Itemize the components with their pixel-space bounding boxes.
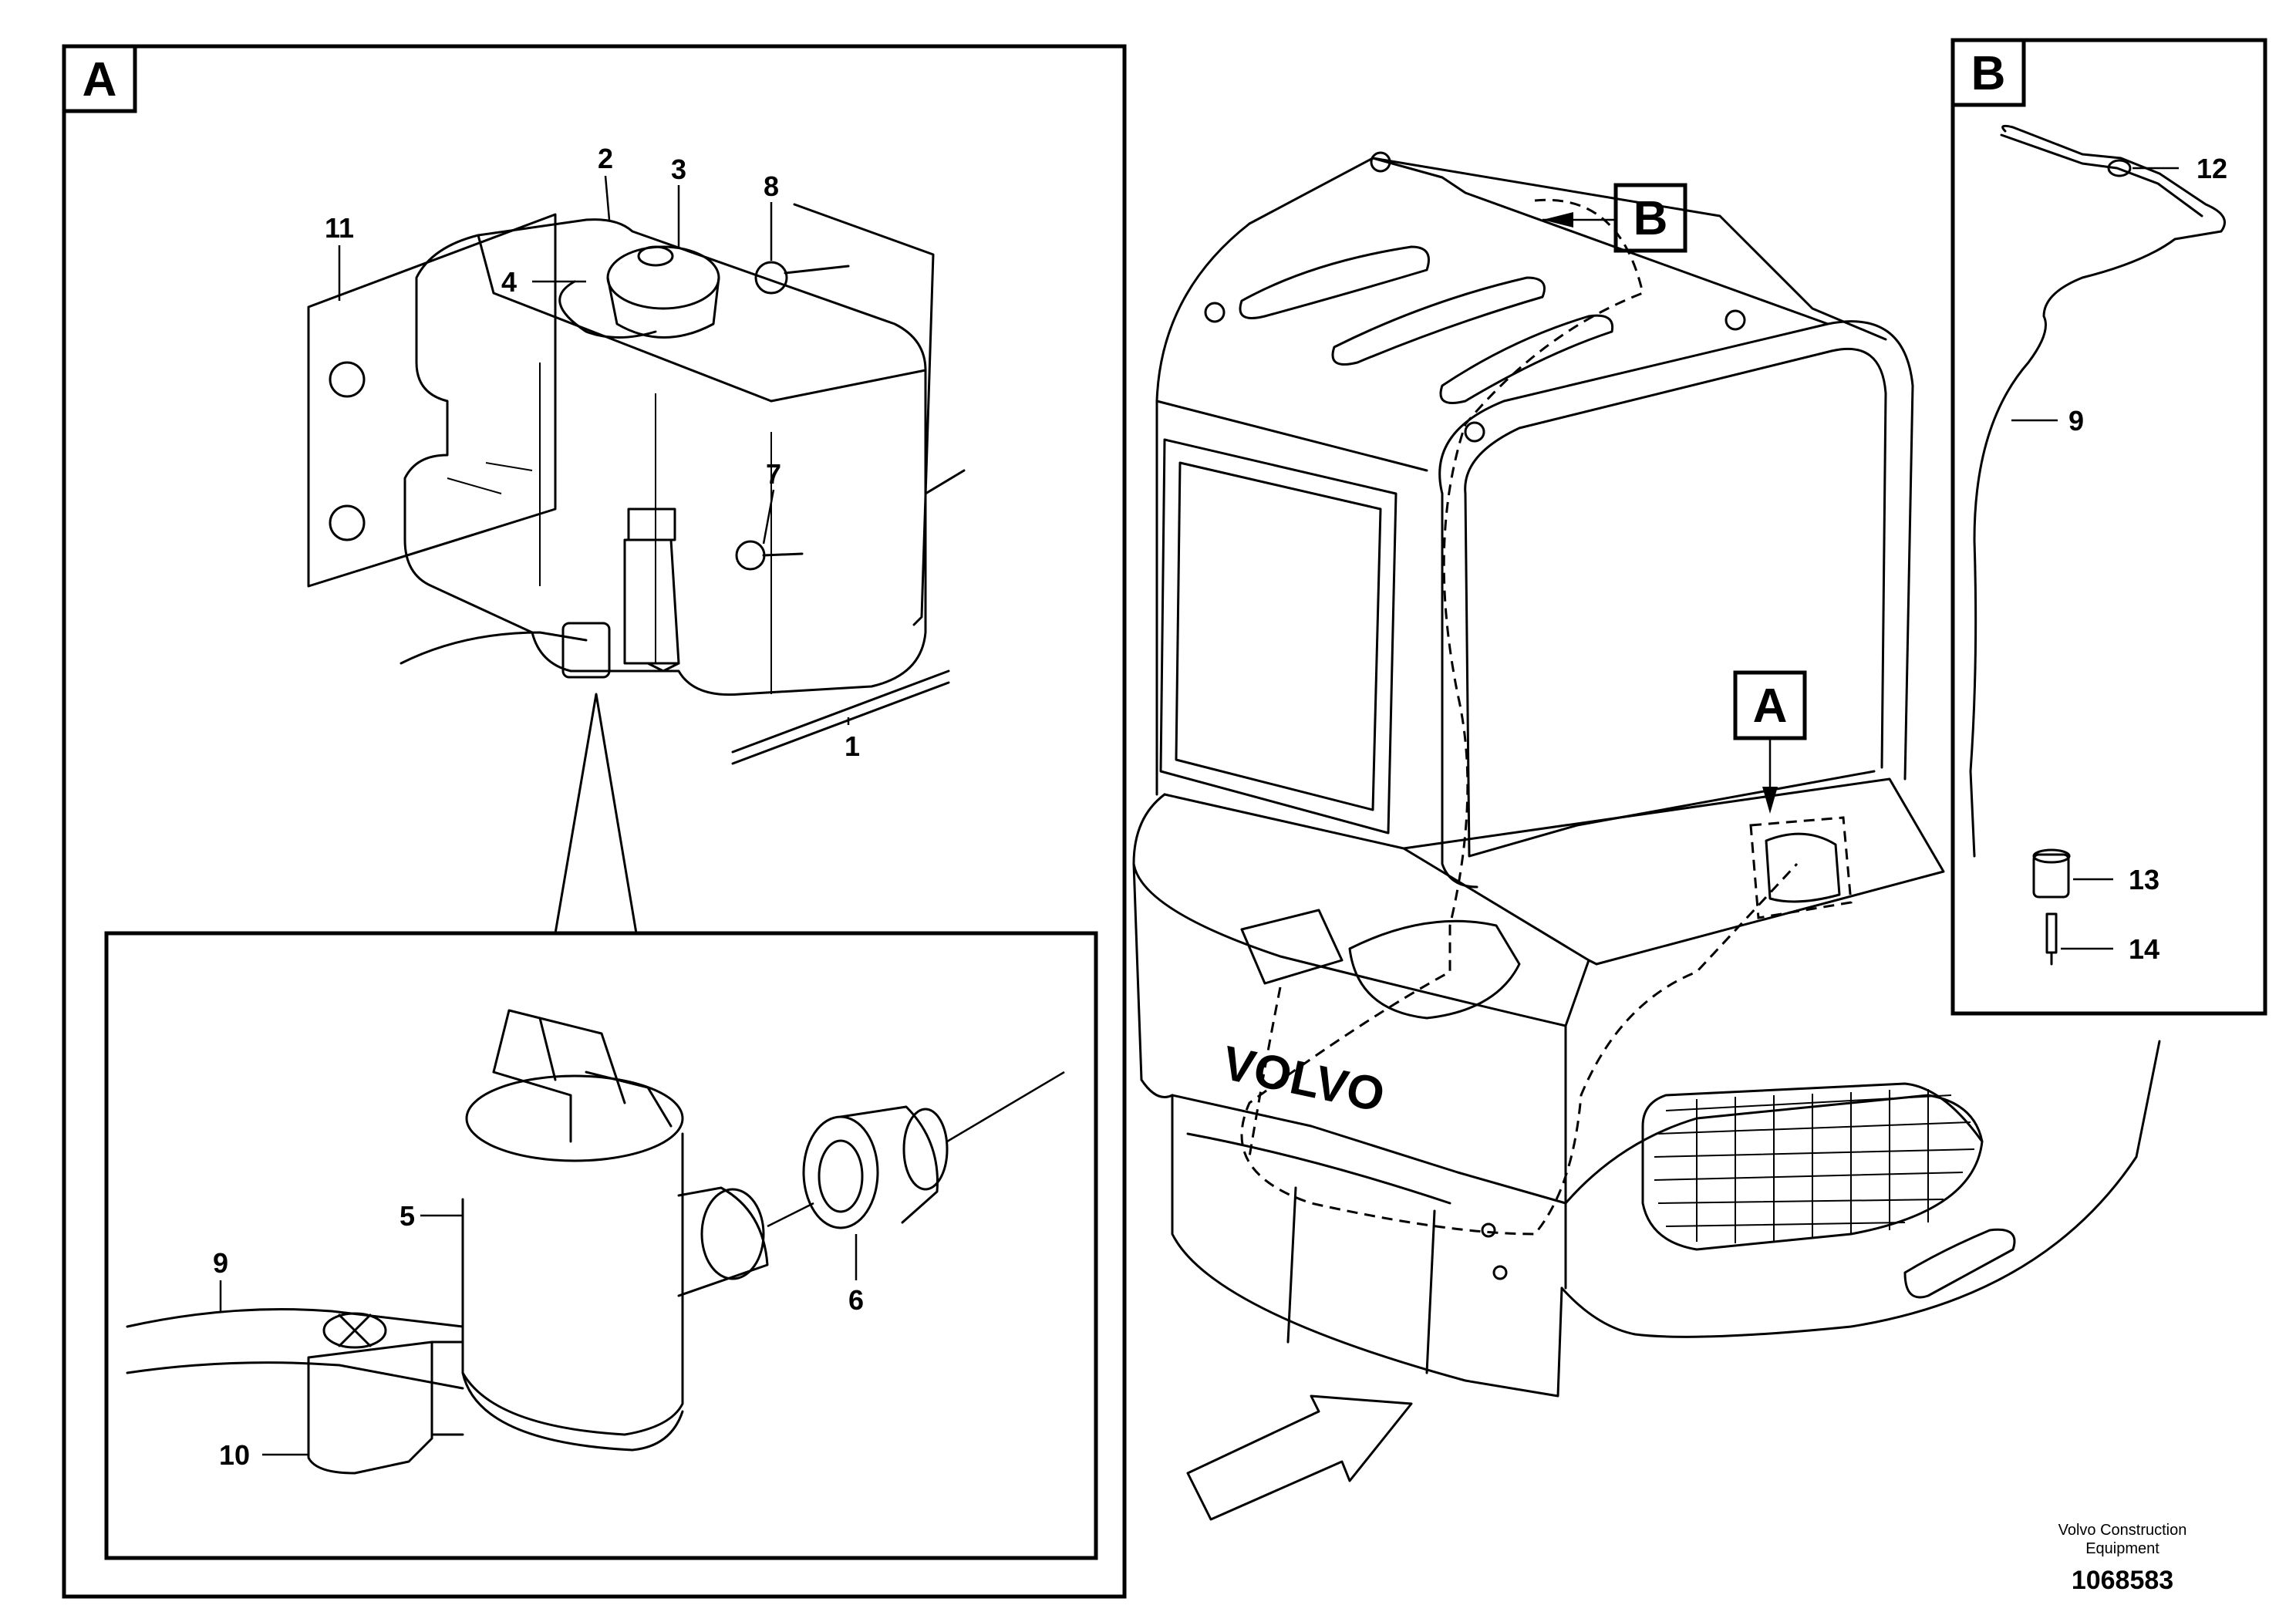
view-b-frame [1950, 38, 2267, 1016]
pump-zoom-box [104, 931, 1098, 1560]
reference-tag-b: B [1542, 183, 1687, 253]
company-line-1: Volvo Construction [2058, 1522, 2187, 1539]
view-a-callouts: 11 2 3 4 8 7 1 [325, 143, 860, 762]
drawing-number: 1068583 [2072, 1566, 2173, 1595]
callout-1: 1 [845, 730, 860, 762]
detail-view-a: A [62, 44, 1127, 1599]
reference-tag-a: A [1733, 670, 1807, 814]
view-b-tag-box [1950, 38, 2026, 107]
callout-11: 11 [325, 212, 354, 244]
ref-b-tag: B [1633, 192, 1668, 245]
view-b-tag: B [1971, 47, 2006, 100]
company-line-2: Equipment [2085, 1540, 2159, 1557]
footer: Volvo Construction Equipment 1068583 [2058, 1522, 2187, 1595]
volvo-logo: VOLVO [1218, 1037, 1389, 1123]
ref-a-tag: A [1753, 679, 1788, 733]
callout-3: 3 [671, 153, 686, 185]
callout-9-pump: 9 [213, 1247, 228, 1279]
view-a-frame [62, 44, 1127, 1599]
pump-callouts: 5 6 9 10 [213, 1200, 864, 1471]
cab-bolts [1204, 151, 1746, 1280]
detail-view-b: B 12 9 13 14 [1950, 38, 2267, 1016]
callout-8: 8 [764, 170, 779, 202]
callout-14: 14 [2129, 933, 2159, 965]
view-a-tag-box [62, 44, 137, 113]
callout-13: 13 [2129, 864, 2159, 895]
callout-5: 5 [400, 1200, 415, 1232]
callout-10: 10 [219, 1439, 250, 1471]
callout-4: 4 [501, 266, 517, 298]
zoom-funnel [554, 693, 638, 935]
callout-6: 6 [848, 1284, 864, 1316]
washer-reservoir [307, 203, 966, 765]
callout-2: 2 [598, 143, 613, 174]
view-a-tag: A [83, 53, 117, 106]
direction-arrow [1186, 1394, 1413, 1521]
callout-7: 7 [766, 458, 781, 490]
machine-cab: VOLVO [1132, 151, 2161, 1521]
callout-12: 12 [2197, 153, 2227, 184]
pump-detail [126, 1009, 1065, 1475]
callout-9-hose: 9 [2068, 405, 2084, 437]
